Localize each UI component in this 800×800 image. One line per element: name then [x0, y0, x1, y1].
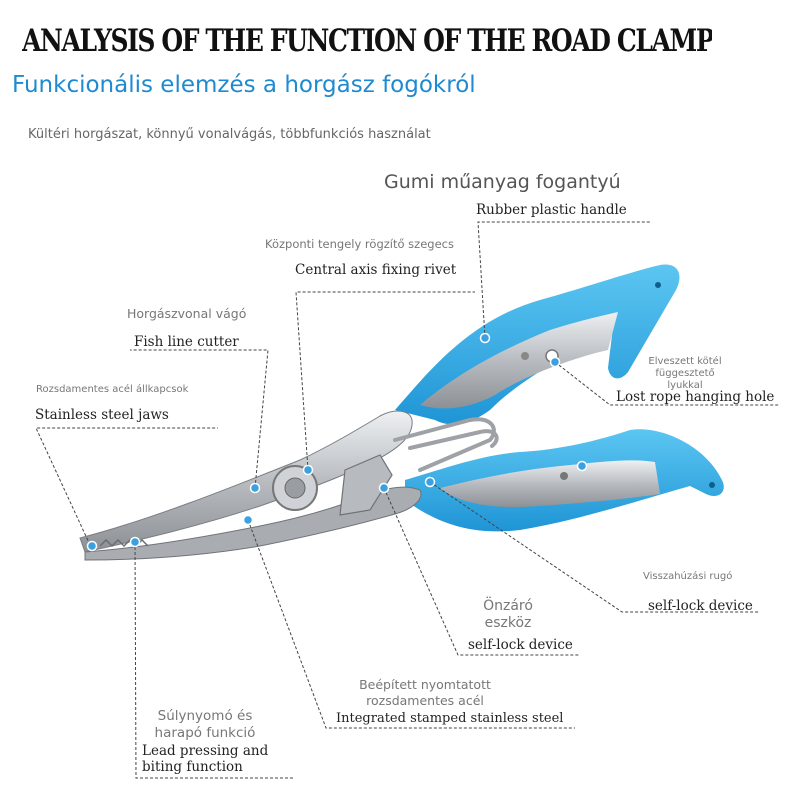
lead-label-en-line1: Lead pressing and: [142, 743, 269, 759]
lead-label-en-line2: biting function: [142, 759, 243, 775]
lower-handle-hole: [709, 482, 715, 488]
handle-label-en: Rubber plastic handle: [476, 202, 627, 218]
cutter-callout-line: [130, 349, 269, 489]
hole-label-hu: Elveszett kötél függesztető lyukkal: [648, 356, 722, 391]
callout-lines: [35, 221, 780, 779]
hole-label-en: Lost rope hanging hole: [616, 389, 775, 405]
lead-callout-line: [134, 541, 295, 779]
hole-dot: [549, 356, 561, 368]
handle-dot: [479, 332, 491, 344]
lead-label-hu: Súlynyomó és harapó funkció: [154, 708, 256, 741]
jaws-dot: [86, 540, 98, 552]
handle-callout-line: [477, 221, 650, 339]
return-spring: [393, 417, 499, 472]
spring-callout-line: [429, 481, 760, 613]
cutter-label-hu: Horgászvonal vágó: [127, 306, 247, 321]
jaws-label-hu: Rozsdamentes acél állkapcsok: [36, 384, 189, 395]
steel-callout-line: [247, 519, 575, 729]
spring-dot: [424, 476, 436, 488]
upper-jaw: [79, 410, 413, 553]
upper-handle-hole: [655, 282, 661, 288]
rivet-callout-line: [295, 291, 475, 471]
jaws-callout-line: [35, 427, 218, 546]
tagline: Kültéri horgászat, könnyű vonalvágás, tö…: [28, 127, 431, 142]
callout-dots: [86, 332, 588, 552]
selflock-callout-line: [383, 487, 580, 656]
lead-dot: [129, 536, 141, 548]
steel-label-hu: Beépített nyomtatott rozsdamentes acél: [359, 677, 491, 708]
self-lock-latch: [339, 454, 393, 516]
selflock-dot: [378, 482, 390, 494]
cutter-label-en: Fish line cutter: [134, 334, 239, 350]
lower-handle-steel: [440, 460, 660, 508]
rivet-label-hu: Központi tengely rögzítő szegecs: [265, 237, 454, 251]
selflock-label-en: self-lock device: [468, 637, 573, 653]
steel-dot: [242, 514, 254, 526]
handle-label-hu: Gumi műanyag fogantyú: [384, 171, 621, 193]
selflock-label-hu: Önzáró eszköz: [483, 598, 533, 631]
page-title: ANALYSIS OF THE FUNCTION OF THE ROAD CLA…: [22, 22, 712, 59]
rivet-dot: [302, 464, 314, 476]
cutter-dot: [249, 482, 261, 494]
upper-handle-steel: [420, 312, 618, 409]
jaws-label-en: Stainless steel jaws: [35, 407, 169, 423]
rivet-label-en: Central axis fixing rivet: [295, 262, 457, 278]
spring-label-hu: Visszahúzási rugó: [643, 571, 733, 582]
lock-dot: [576, 460, 588, 472]
page-subtitle: Funkcionális elemzés a horgász fogókról: [12, 72, 476, 98]
spring-label-en: self-lock device: [648, 598, 753, 614]
steel-label-en: Integrated stamped stainless steel: [336, 711, 564, 726]
